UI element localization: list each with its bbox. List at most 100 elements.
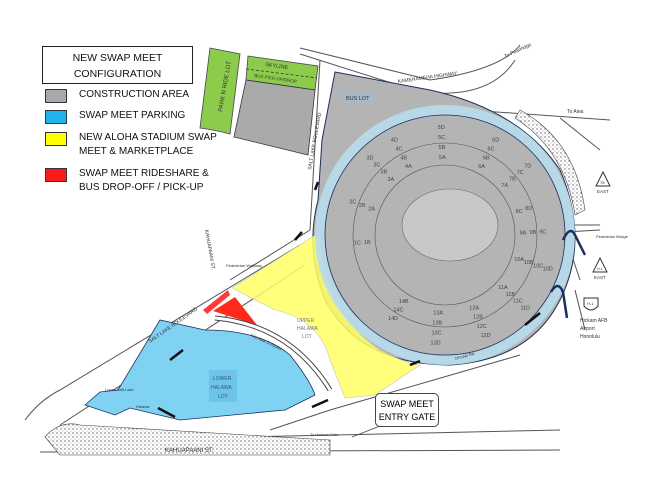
legend-swatch-red — [45, 168, 67, 182]
upper-halawa-label-2: HALAWA — [297, 326, 318, 332]
to-halawa-gate-label: To Halawa Gate — [310, 432, 339, 437]
seating-section-4a: 4A — [405, 164, 412, 170]
seating-section-11a: 11A — [498, 285, 508, 291]
seating-section-4b: 4B — [400, 155, 407, 161]
honolulu-label: Honolulu — [580, 334, 600, 340]
pedestrian-bridge-label: Pedestrian Bridge — [596, 234, 629, 239]
concourse-ring — [315, 105, 575, 365]
seating-section-2b: 2B — [359, 203, 366, 209]
seating-section-4d: 4D — [391, 138, 398, 144]
route-h1-top-direction: EAST — [594, 275, 606, 280]
seating-section-5c: 5C — [438, 135, 445, 141]
seating-section-12a: 12A — [469, 305, 479, 311]
stadium-field — [401, 188, 499, 262]
legend-item-rideshare: SWAP MEET RIDESHARE &BUS DROP-OFF / PICK… — [45, 167, 209, 195]
seating-section-5d: 5D — [438, 125, 445, 131]
seating-section-9b: 9B — [530, 230, 537, 236]
seating-section-11b: 11B — [506, 292, 516, 298]
seating-section-7a: 7A — [501, 183, 508, 189]
legend-label-line1: SWAP MEET RIDESHARE & — [79, 168, 209, 179]
rideshare-dropoff-strip — [203, 290, 230, 314]
seating-section-10b: 10B — [524, 260, 534, 266]
lower-halawa-label-3: LOT — [218, 394, 228, 400]
swap-meet-entry-gate-callout: SWAP MEET ENTRY GATE — [375, 393, 439, 427]
seating-section-3c: 3C — [373, 163, 380, 169]
legend-title-line2: CONFIGURATION — [73, 68, 162, 80]
seating-section-6a: 6A — [478, 164, 485, 170]
airport-label: Airport — [580, 326, 595, 332]
lower-halawa-label-2: HALAWA — [211, 385, 232, 391]
legend-label: SWAP MEET RIDESHARE &BUS DROP-OFF / PICK… — [79, 167, 209, 195]
seating-section-5b: 5B — [439, 145, 446, 151]
skyline-bus-label: BUS PICK-UP/DROP — [254, 73, 297, 84]
seating-section-13c: 13C — [431, 331, 441, 337]
seating-section-6c: 6C — [487, 147, 494, 153]
legend-swatch-gray — [45, 89, 67, 103]
seating-section-6b: 6B — [483, 155, 490, 161]
seating-section-7c: 7C — [517, 170, 524, 176]
seating-section-8d: 8D — [525, 206, 532, 212]
route-78-shield — [595, 170, 611, 187]
route-78-direction: EAST — [597, 189, 609, 194]
seating-section-7d: 7D — [524, 164, 531, 170]
to-aiea-label: To Aiea — [567, 109, 584, 115]
halawa-road-label: Halawa — [136, 404, 150, 409]
seating-section-2a: 2A — [368, 206, 375, 212]
interstate-h1-shield — [583, 297, 599, 311]
legend-item-marketplace: NEW ALOHA STADIUM SWAP MEET & MARKETPLACE — [45, 131, 217, 159]
kahuapaani-st-label: KAHUAPAANI ST. — [165, 448, 214, 454]
seating-section-12c: 12C — [477, 324, 487, 330]
entry-gate-line2: ENTRY GATE — [378, 412, 436, 422]
route-h1-east-shield — [592, 256, 608, 273]
bus-lot-label: BUS LOT — [346, 96, 370, 102]
hickam-label: Hickam AFB — [580, 318, 608, 324]
legend-label: SWAP MEET PARKING — [79, 110, 186, 121]
legend-label: NEW ALOHA STADIUM SWAP MEET & MARKETPLACE — [79, 131, 217, 159]
seating-section-14c: 14C — [393, 308, 403, 314]
swap-meet-parking-lower-halawa — [84, 319, 316, 421]
seating-section-7b: 7B — [509, 176, 516, 182]
park-n-ride-lot — [199, 47, 241, 135]
landscape-hatch-east — [514, 109, 586, 216]
seating-section-5a: 5A — [439, 155, 446, 161]
entry-gate-line1: SWAP MEET — [380, 399, 434, 409]
pedestrian-walkway-label: Pedestrian Walkway — [226, 263, 262, 268]
landscape-hatch-south — [44, 423, 331, 456]
route-h1-top-number: H-1 — [597, 267, 603, 271]
legend-label: CONSTRUCTION AREA — [79, 89, 190, 100]
upper-halawa-label-3: LOT — [302, 334, 312, 340]
seating-section-6d: 6D — [492, 138, 499, 144]
legend-title-line1: NEW SWAP MEET — [72, 52, 163, 64]
seating-section-11d: 11D — [520, 305, 530, 311]
interstate-h1-number: H-1 — [587, 301, 594, 306]
seating-section-13d: 13D — [431, 341, 441, 347]
rideshare-dropoff-triangle — [213, 297, 257, 325]
circular-rd-label: Circular Rd. — [454, 351, 476, 361]
seating-section-14d: 14D — [388, 316, 398, 322]
seating-section-9c: 9C — [539, 230, 546, 236]
seating-section-2c: 2C — [349, 200, 356, 206]
seating-section-10a: 10A — [514, 257, 524, 263]
traffic-arrows — [157, 181, 541, 419]
legend-title: NEW SWAP MEET CONFIGURATION — [42, 46, 193, 84]
seating-section-4c: 4C — [395, 147, 402, 153]
seating-section-10c: 10C — [533, 263, 543, 269]
legend-swatch-yellow — [45, 132, 67, 146]
seating-section-3a: 3A — [387, 177, 394, 183]
legend-label-line1: NEW ALOHA STADIUM SWAP — [79, 132, 217, 143]
legend-label-line2: MEET & MARKETPLACE — [79, 146, 194, 157]
seating-section-13a: 13A — [433, 311, 443, 317]
route-78-number: 78 — [600, 180, 605, 185]
legend-item-construction: CONSTRUCTION AREA — [45, 88, 189, 103]
seating-section-11c: 11C — [513, 299, 523, 305]
upper-halawa-label-1: UPPER — [297, 318, 315, 324]
to-pearlridge-label: To Pearlridge — [503, 42, 532, 60]
seating-section-12d: 12D — [480, 333, 490, 339]
legend-item-parking: SWAP MEET PARKING — [45, 109, 185, 124]
construction-lot-north — [233, 79, 316, 156]
lower-halawa-label-1: LOWER — [213, 376, 232, 382]
seating-section-3b: 3B — [381, 170, 388, 176]
seating-section-9a: 9A — [520, 230, 527, 236]
